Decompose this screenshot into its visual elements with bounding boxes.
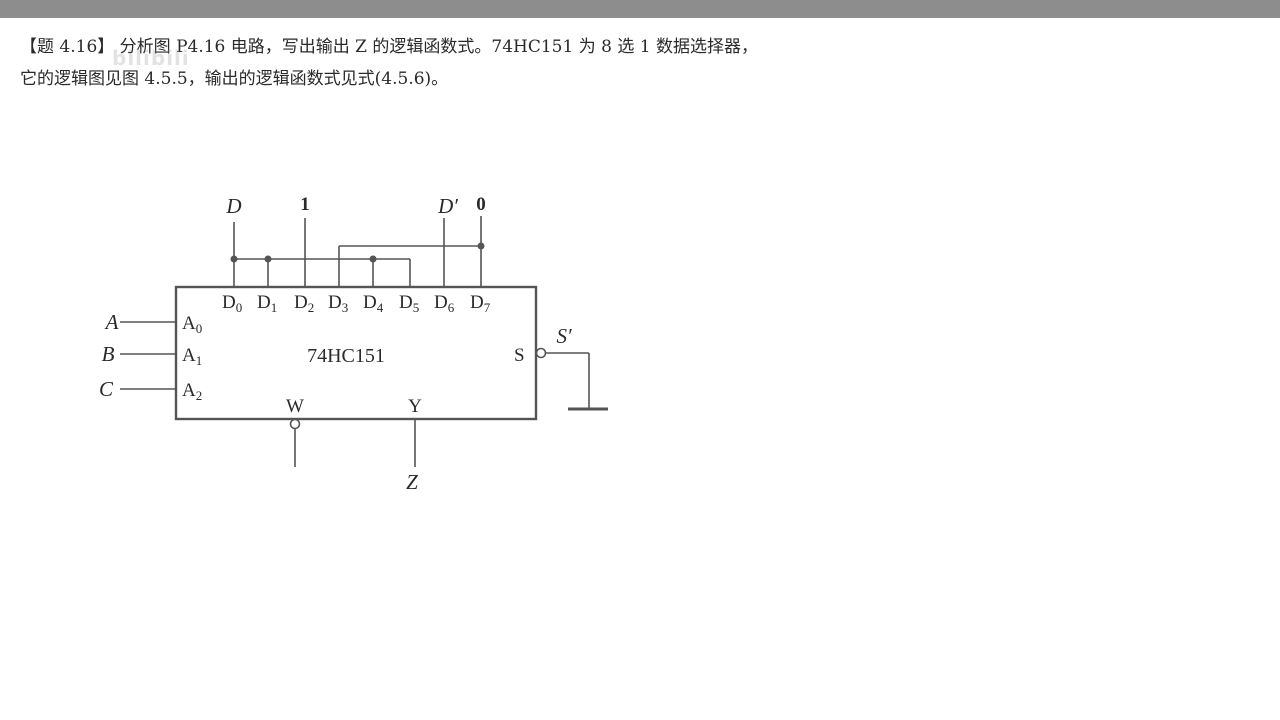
pin-d1: D1 xyxy=(257,292,277,315)
pin-d0: D0 xyxy=(222,292,242,315)
input-one-label: 1 xyxy=(300,194,310,215)
junction-dot xyxy=(230,255,238,263)
pin-d6: D6 xyxy=(434,292,455,315)
pin-a2: A2 xyxy=(182,380,202,403)
pin-d2: D2 xyxy=(294,292,314,315)
pin-y: Y xyxy=(408,396,422,417)
signal-c-label: C xyxy=(99,377,114,401)
problem-text-line-1: 【题 4.16】 分析图 P4.16 电路，写出输出 Z 的逻辑函数式。74HC… xyxy=(20,37,758,57)
signal-s-prime-label: S′ xyxy=(556,324,572,348)
top-bar xyxy=(0,0,1280,18)
ground-wiring xyxy=(545,352,590,408)
input-d-label: D xyxy=(225,194,241,218)
pin-d3: D3 xyxy=(328,292,348,315)
pin-a1: A1 xyxy=(182,345,202,368)
junction-dot xyxy=(369,255,377,263)
problem-text-line-2: 它的逻辑图见图 4.5.5，输出的逻辑函数式见式(4.5.6)。 xyxy=(20,69,449,89)
pin-d4: D4 xyxy=(363,292,384,315)
chip-label: 74HC151 xyxy=(307,345,385,367)
enable-inversion-bubble xyxy=(535,347,547,359)
input-wiring xyxy=(233,216,482,287)
pin-d7: D7 xyxy=(470,292,491,315)
signal-b-label: B xyxy=(102,342,115,366)
signal-z-label: Z xyxy=(406,470,418,494)
pin-w: W xyxy=(286,396,304,417)
signal-a-label: A xyxy=(104,310,119,334)
input-zero-label: 0 xyxy=(476,194,486,215)
address-wiring xyxy=(120,321,176,390)
output-w-inversion-bubble xyxy=(289,418,301,430)
pin-s: S xyxy=(514,345,525,366)
bilibili-watermark: bilibili xyxy=(112,46,190,70)
pin-a0: A0 xyxy=(182,313,202,336)
input-d-prime-label: D′ xyxy=(437,194,458,218)
pin-d5: D5 xyxy=(399,292,419,315)
junction-dot xyxy=(477,242,485,250)
junction-dot xyxy=(264,255,272,263)
